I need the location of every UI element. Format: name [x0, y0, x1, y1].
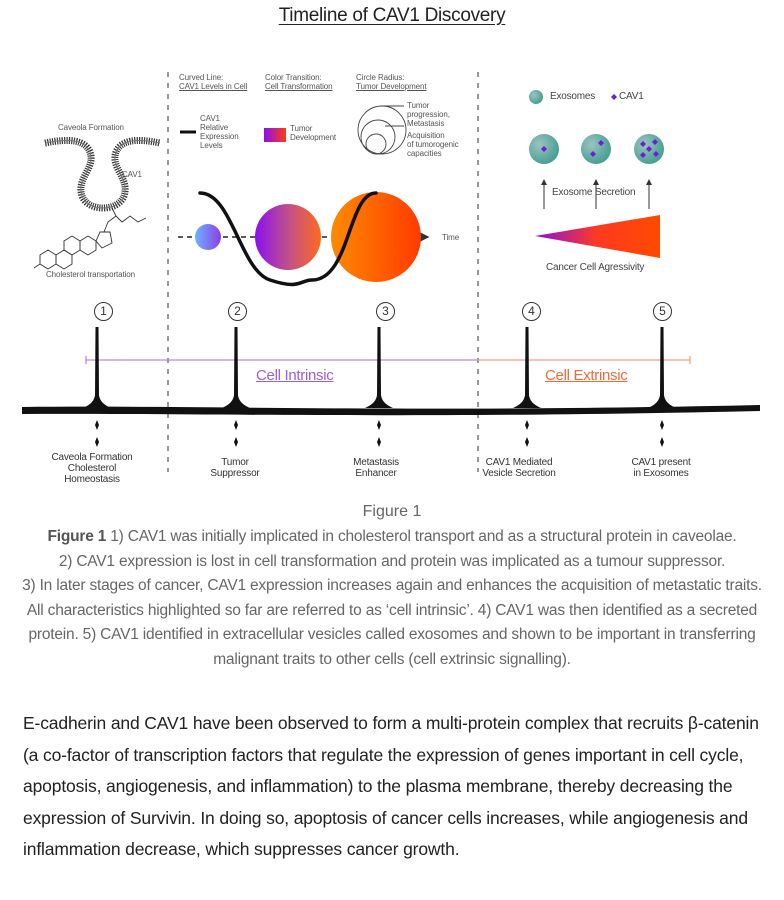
- cav1-dot: [640, 141, 646, 147]
- figure-caption: Figure 1 1) CAV1 was initially implicate…: [22, 528, 762, 668]
- milestone-connector-5: [660, 437, 664, 447]
- cav1-dot: [590, 151, 596, 157]
- cav1-label: CAV1: [122, 170, 142, 179]
- caveola-membrane-illustration: [44, 136, 161, 212]
- cav1-dot: [640, 152, 646, 158]
- milestone-connector-1: [95, 437, 99, 447]
- time-axis-label: Time: [442, 233, 460, 242]
- cav1-dot: [653, 151, 659, 157]
- cell-extrinsic-label: Cell Extrinsic: [545, 367, 628, 384]
- color-transition-heading: Color Transition:: [265, 73, 322, 82]
- milestone-spike-1: [83, 327, 111, 408]
- color-transition-subheading: Cell Transformation: [265, 82, 333, 91]
- circle-radius-subheading: Tumor Development: [356, 82, 427, 91]
- milestone-spike-4: [513, 327, 541, 408]
- exosome-secretion-label: Exosome Secretion: [552, 187, 636, 198]
- exosome-row: [529, 134, 664, 164]
- milestone-connector-5: [660, 420, 664, 430]
- circle-radius-legend-icon: [357, 105, 407, 155]
- secretion-arrows: [541, 179, 652, 209]
- cav1-dot: [541, 146, 547, 152]
- milestone-number-1: 1: [94, 302, 113, 321]
- milestone-connector-3: [377, 420, 381, 430]
- color-transition-legend-swatch: [264, 128, 286, 142]
- milestone-number-2: 2: [228, 302, 247, 321]
- milestone-spikes: [83, 327, 676, 447]
- caveola-formation-label: Caveola Formation: [58, 123, 124, 132]
- cav1-legend-label: CAV1: [619, 91, 644, 102]
- circle-radius-heading: Circle Radius:: [356, 73, 405, 82]
- cav1-timeline-figure: Timeline of CAV1 Discovery Caveola Forma…: [22, 5, 760, 485]
- cav1-dot: [598, 140, 604, 146]
- milestone-connector-4: [525, 420, 529, 430]
- milestone-number-3: 3: [376, 302, 395, 321]
- exosome-2: [581, 134, 611, 164]
- milestone-number-5: 5: [653, 302, 672, 321]
- caption-bold-label: Figure 1: [47, 528, 107, 545]
- milestone-connector-2: [234, 437, 238, 447]
- milestone-spike-2: [222, 327, 250, 408]
- milestone-number-4: 4: [522, 302, 541, 321]
- timeline-axis: [22, 405, 760, 416]
- milestone-connector-4: [525, 437, 529, 447]
- cancer-aggressivity-label: Cancer Cell Agressivity: [546, 262, 645, 273]
- exosome-legend-icon: [529, 90, 543, 104]
- cav1-dot: [646, 146, 652, 152]
- tumor-circle-medium: [255, 204, 321, 270]
- body-paragraph: E-cadherin and CAV1 have been observed t…: [23, 713, 759, 859]
- tumor-circle-large: [331, 192, 421, 282]
- cav1-dot: [652, 139, 658, 145]
- milestone-connector-1: [95, 420, 99, 430]
- milestone-spike-5: [648, 327, 676, 408]
- tumor-circle-small: [195, 224, 221, 250]
- milestone-spike-3: [365, 327, 393, 408]
- cholesterol-transport-label: Cholesterol transportation: [46, 270, 136, 279]
- figure-graphics: [22, 72, 760, 472]
- figure-caption-title: Figure 1: [362, 503, 422, 520]
- cav1-expression-curve: [198, 191, 378, 287]
- curved-line-heading: Curved Line:: [179, 73, 224, 82]
- cholesterol-molecule-icon: [33, 207, 147, 270]
- cell-intrinsic-label: Cell Intrinsic: [256, 367, 334, 384]
- milestone-connector-2: [234, 420, 238, 430]
- aggressivity-wedge: [535, 215, 660, 258]
- milestone-connector-3: [377, 437, 381, 447]
- curved-line-subheading: CAV1 Levels in Cell: [179, 82, 248, 91]
- cav1-legend-icon: [611, 94, 617, 100]
- exosomes-legend-label: Exosomes: [550, 91, 596, 102]
- figure-title: Timeline of CAV1 Discovery: [278, 5, 506, 26]
